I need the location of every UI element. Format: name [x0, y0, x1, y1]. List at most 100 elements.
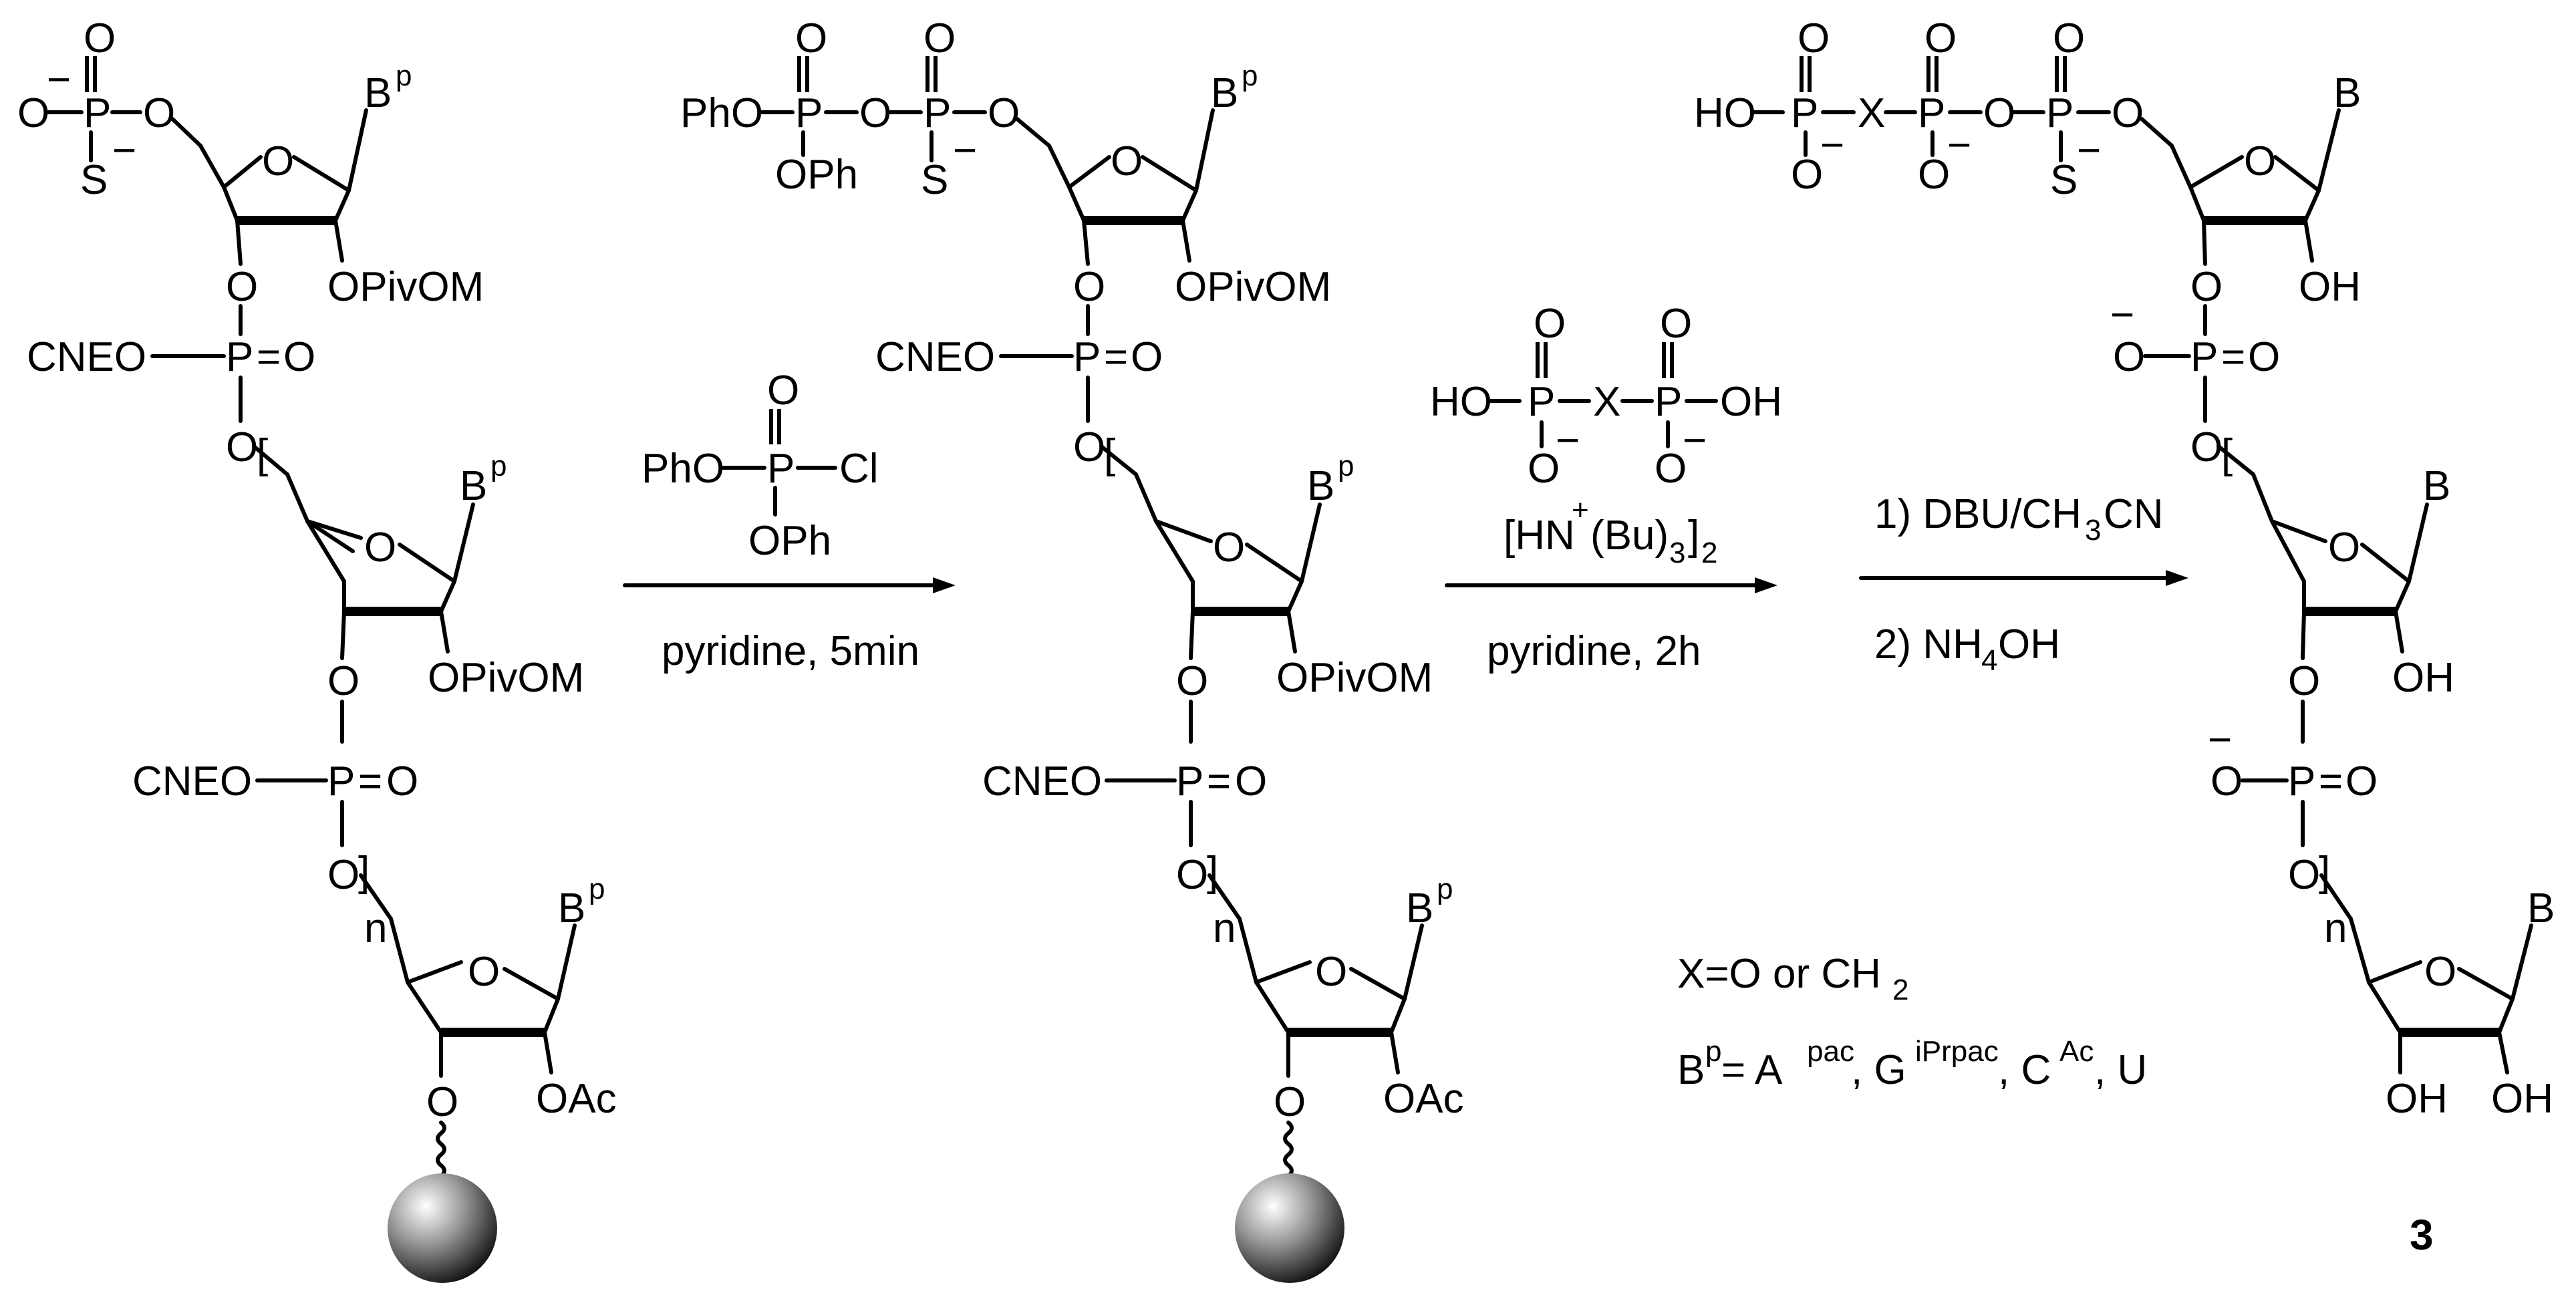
atom-P: P: [767, 446, 795, 492]
atom-O: O: [1791, 152, 1823, 198]
group-OPivOM: OPivOM: [1175, 264, 1331, 310]
charge-minus: −: [1683, 418, 1707, 464]
bp-definition-sup: p: [1705, 1035, 1721, 1068]
ring-O: O: [1213, 525, 1245, 571]
bracket-close: ]: [1688, 513, 1699, 559]
charge-minus: −: [1820, 122, 1844, 168]
condition-step2: pyridine, 2h: [1487, 628, 1701, 674]
atom-O: O: [2210, 758, 2243, 805]
ring-O: O: [468, 949, 500, 995]
reagent-PhO: PhO: [641, 446, 724, 492]
group-OH: OH: [2392, 655, 2454, 701]
atom-O: O: [1073, 264, 1105, 310]
repeat-n: n: [1213, 905, 1236, 952]
atom-O: O: [923, 15, 956, 61]
x-definition-sub: 2: [1892, 974, 1908, 1006]
charge-minus: −: [2208, 717, 2232, 763]
base-Bp-sup: p: [1437, 873, 1453, 905]
atom-O: O: [2345, 758, 2378, 805]
base-Bp: B: [1211, 70, 1238, 116]
ring-O: O: [262, 138, 294, 184]
ring-O: O: [2424, 949, 2456, 995]
reaction-step-1: O PhO P Cl OPh pyridine, 5min: [623, 368, 956, 674]
atom-O: O: [859, 90, 891, 136]
atom-O: O: [2190, 264, 2223, 310]
subscript: 2: [1701, 537, 1717, 569]
atom-P: P: [1073, 334, 1101, 380]
atom-X: X: [1593, 379, 1620, 425]
atom-O: O: [1534, 301, 1566, 347]
reagent-OH: OH: [1720, 379, 1782, 425]
atom-O: O: [283, 334, 315, 380]
atom-O: O: [327, 658, 360, 704]
condition-step1: pyridine, 5min: [662, 628, 919, 674]
atom-X: X: [1858, 90, 1885, 136]
atom-O: O: [2288, 658, 2320, 704]
bp-definition-sep2: , C: [1998, 1047, 2051, 1093]
atom-P: P: [1176, 758, 1203, 805]
group-OH: OH: [2491, 1076, 2553, 1122]
group-OPivOM: OPivOM: [327, 264, 484, 310]
condition-step3-a: 1) DBU/CH: [1874, 491, 2082, 537]
group-CNEO: CNEO: [982, 758, 1102, 805]
ring-O: O: [1315, 949, 1347, 995]
atom-O: O: [84, 15, 116, 61]
A-protecting-group: pac: [1807, 1035, 1854, 1068]
atom-O: O: [327, 852, 360, 898]
starting-material-structure: O P O − O S − O B p OPivOM O CNEO P = O: [17, 15, 617, 1283]
charge-minus: −: [47, 57, 71, 103]
atom-P: P: [1918, 90, 1945, 136]
counterion: [HN: [1504, 513, 1575, 559]
atom-O: O: [226, 264, 258, 310]
atom-O: O: [1924, 15, 1957, 61]
C-protecting-group: Ac: [2059, 1035, 2094, 1068]
reaction-step-3: 1) DBU/CH 3 CN 2) NH 4 OH: [1859, 491, 2188, 677]
group-HO: HO: [1694, 90, 1756, 136]
base-Bp-sup: p: [1338, 450, 1354, 482]
group-OH: OH: [2299, 264, 2361, 310]
atom-O: O: [1176, 658, 1208, 704]
condition-step3-a-tail: CN: [2104, 491, 2164, 537]
base-B: B: [2333, 70, 2361, 116]
repeat-n: n: [2324, 905, 2347, 952]
atom-S: S: [80, 157, 108, 203]
atom-P: P: [2046, 90, 2073, 136]
atom-O: O: [2113, 334, 2145, 380]
atom-O: O: [426, 1079, 458, 1125]
atom-O: O: [2053, 15, 2085, 61]
atom-P: P: [84, 90, 111, 136]
group-OPh: OPh: [775, 152, 858, 198]
atom-O: O: [1655, 446, 1687, 492]
solid-support-bead: [1235, 1173, 1344, 1283]
base-Bp-sup: p: [589, 873, 605, 905]
atom-O: O: [1660, 301, 1692, 347]
charge-minus: −: [2077, 128, 2101, 174]
atom-P: P: [327, 758, 355, 805]
atom-P: P: [1528, 379, 1555, 425]
base-Bp: B: [364, 70, 392, 116]
bp-definition-sep3: , U: [2094, 1047, 2147, 1093]
subscript: 3: [1669, 537, 1685, 569]
repeat-n: n: [364, 905, 387, 952]
double-bond-eq: =: [358, 758, 382, 805]
reaction-step-2: HO O P O − X O P O − OH [HN + (Bu) 3 ] 2…: [1430, 301, 1782, 674]
x-definition: X=O or CH: [1677, 951, 1881, 997]
double-bond-eq: =: [257, 334, 281, 380]
atom-O: O: [143, 90, 175, 136]
group-CNEO: CNEO: [27, 334, 146, 380]
double-bond-eq: =: [2319, 758, 2343, 805]
charge-minus: −: [1556, 418, 1580, 464]
atom-O: O: [17, 90, 49, 136]
condition-step3-b-tail: OH: [1998, 621, 2060, 668]
group-OAc: OAc: [536, 1076, 617, 1122]
atom-O: O: [1274, 1079, 1306, 1125]
atom-Cl: Cl: [839, 446, 879, 492]
atom-O: O: [1131, 334, 1163, 380]
group-PhO: PhO: [680, 90, 763, 136]
counterion-Bu: (Bu): [1590, 513, 1669, 559]
atom-O: O: [795, 15, 827, 61]
base-Bp: B: [558, 885, 585, 931]
atom-O: O: [988, 90, 1020, 136]
group-OPivOM: OPivOM: [1276, 655, 1433, 701]
